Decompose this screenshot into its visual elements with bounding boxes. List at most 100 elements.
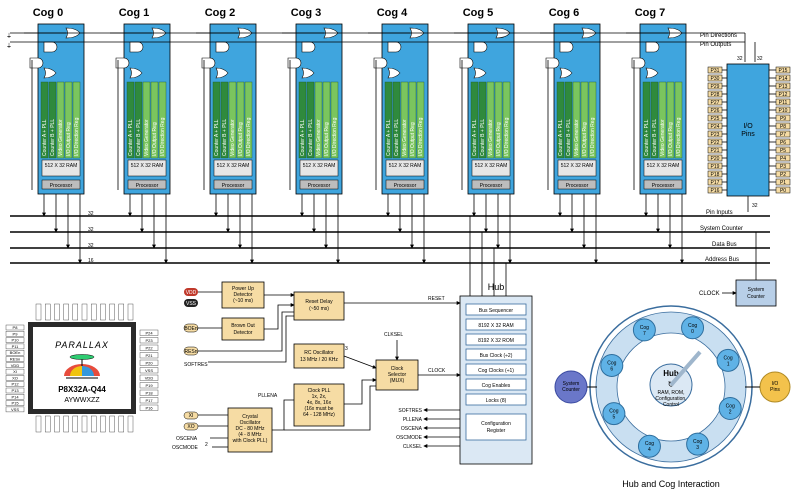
cog-module: [384, 81, 393, 159]
bus-width-data: 32: [88, 243, 94, 249]
cog-module: [478, 81, 487, 159]
chip-date-code: AYWWXZZ: [64, 397, 100, 404]
bus-width-32-out: 32: [757, 56, 763, 62]
oscena-in-label: OSCENA: [176, 436, 198, 442]
reset-delay-box: [293, 291, 345, 321]
hub-cell: [465, 363, 527, 376]
cog-module: [48, 81, 57, 159]
chip-pin: [5, 350, 25, 356]
chip-pin-label: P13: [11, 388, 19, 393]
interaction-cog: [632, 318, 656, 342]
reset-delay-label: Reset Delay(~50 ms): [305, 299, 333, 312]
xi-label: XI: [189, 413, 194, 419]
cog-ram: [299, 159, 339, 177]
ground-symbol-b: ⏚: [6, 43, 12, 50]
chip-pin-label: XI: [13, 369, 17, 374]
cog-module: [502, 81, 511, 159]
chip-pin: [139, 337, 159, 344]
cog-title: Cog 5: [463, 7, 494, 19]
cog-module-label: Video Generator: [144, 119, 150, 156]
io-pin-label: P23: [711, 132, 720, 138]
and-gate-icon: [301, 41, 316, 53]
cog-ram-label: 512 X 32 RAM: [561, 163, 594, 169]
cog-processor-label: Processor: [566, 183, 589, 189]
cog-module: [658, 81, 667, 159]
cog-title: Cog 7: [635, 7, 666, 19]
cog-module: [220, 81, 229, 159]
cog-module-label: I/O Output Reg: [668, 122, 674, 156]
cog-processor: [299, 179, 339, 190]
chip-pin: [5, 343, 25, 350]
chip-pin: [139, 389, 159, 396]
cog-module-label: I/O Output Reg: [582, 122, 588, 156]
io-pin-label: P6: [780, 140, 786, 146]
xo-pin: [183, 422, 199, 431]
io-pin-label: P22: [711, 140, 720, 146]
cog-module: [650, 81, 659, 159]
cog-module-label: Counter A + PLL: [558, 119, 564, 156]
chip-pin: [72, 303, 79, 321]
cog-module-label: Counter B + PLL: [652, 119, 658, 156]
cog-module-label: I/O Output Reg: [66, 122, 72, 156]
io-pin-label: P4: [780, 156, 786, 162]
cog-module-label: I/O Output Reg: [238, 122, 244, 156]
cog-title: Cog 2: [205, 7, 236, 19]
hub-output-label: OSCMODE: [396, 435, 423, 441]
cog-module: [142, 81, 151, 159]
hub-cell-label: Locks (8): [486, 398, 507, 404]
chip-pin: [109, 415, 115, 433]
cog-module-label: I/O Direction Reg: [160, 117, 166, 156]
io-pin-label: P12: [779, 92, 788, 98]
cog-title: Cog 6: [549, 7, 580, 19]
cog-module-label: Video Generator: [660, 119, 666, 156]
clk-width-label: 3: [345, 346, 348, 352]
chip-pin: [139, 367, 159, 374]
cog-processor: [213, 179, 253, 190]
cog-ram: [41, 159, 81, 177]
cog-ram: [213, 159, 253, 177]
chip-pin-label: RESn: [10, 357, 20, 362]
io-pin-label: P17: [711, 180, 720, 186]
chip-pin: [35, 303, 42, 321]
cog-module-label: I/O Direction Reg: [418, 117, 424, 156]
cog-module: [470, 81, 479, 159]
cog-module: [674, 81, 683, 159]
cog-ram-label: 512 X 32 RAM: [217, 163, 250, 169]
and-gate-icon: [115, 57, 130, 69]
clock-pll-box: [293, 383, 345, 427]
cog-module-label: Video Generator: [488, 119, 494, 156]
io-bus-width: 32: [752, 203, 758, 209]
cog-module: [322, 81, 331, 159]
cog-module-label: Counter B + PLL: [308, 119, 314, 156]
cog-processor-label: Processor: [394, 183, 417, 189]
cog-processor: [127, 179, 167, 190]
chip-pin: [5, 394, 25, 400]
chip-pin-label: P17: [145, 398, 153, 403]
cog-module-label: I/O Output Reg: [410, 122, 416, 156]
cog-module-label: I/O Direction Reg: [74, 117, 80, 156]
io-pin-label: P14: [779, 76, 788, 82]
chip-pin: [5, 331, 25, 337]
io-pin-label: P16: [711, 188, 720, 194]
cog-ram-label: 512 X 32 RAM: [45, 163, 78, 169]
power-up-detector-box: [221, 281, 265, 309]
pin-inputs-label: Pin Inputs: [706, 210, 733, 216]
cog-ram-label: 512 X 32 RAM: [647, 163, 680, 169]
io-pin-label: P28: [711, 92, 720, 98]
cog-module: [486, 81, 495, 159]
system-counter-box: [735, 279, 777, 307]
hub-output-label: OSCENA: [401, 426, 423, 432]
chip-pin: [5, 337, 25, 343]
chip-pin-label: P12: [11, 382, 19, 387]
hub-cell-label: Cog Clocks (÷1): [478, 368, 514, 374]
cog-module-label: Video Generator: [574, 119, 580, 156]
chip-pin: [54, 303, 60, 321]
resn-label: RESn: [184, 349, 197, 355]
